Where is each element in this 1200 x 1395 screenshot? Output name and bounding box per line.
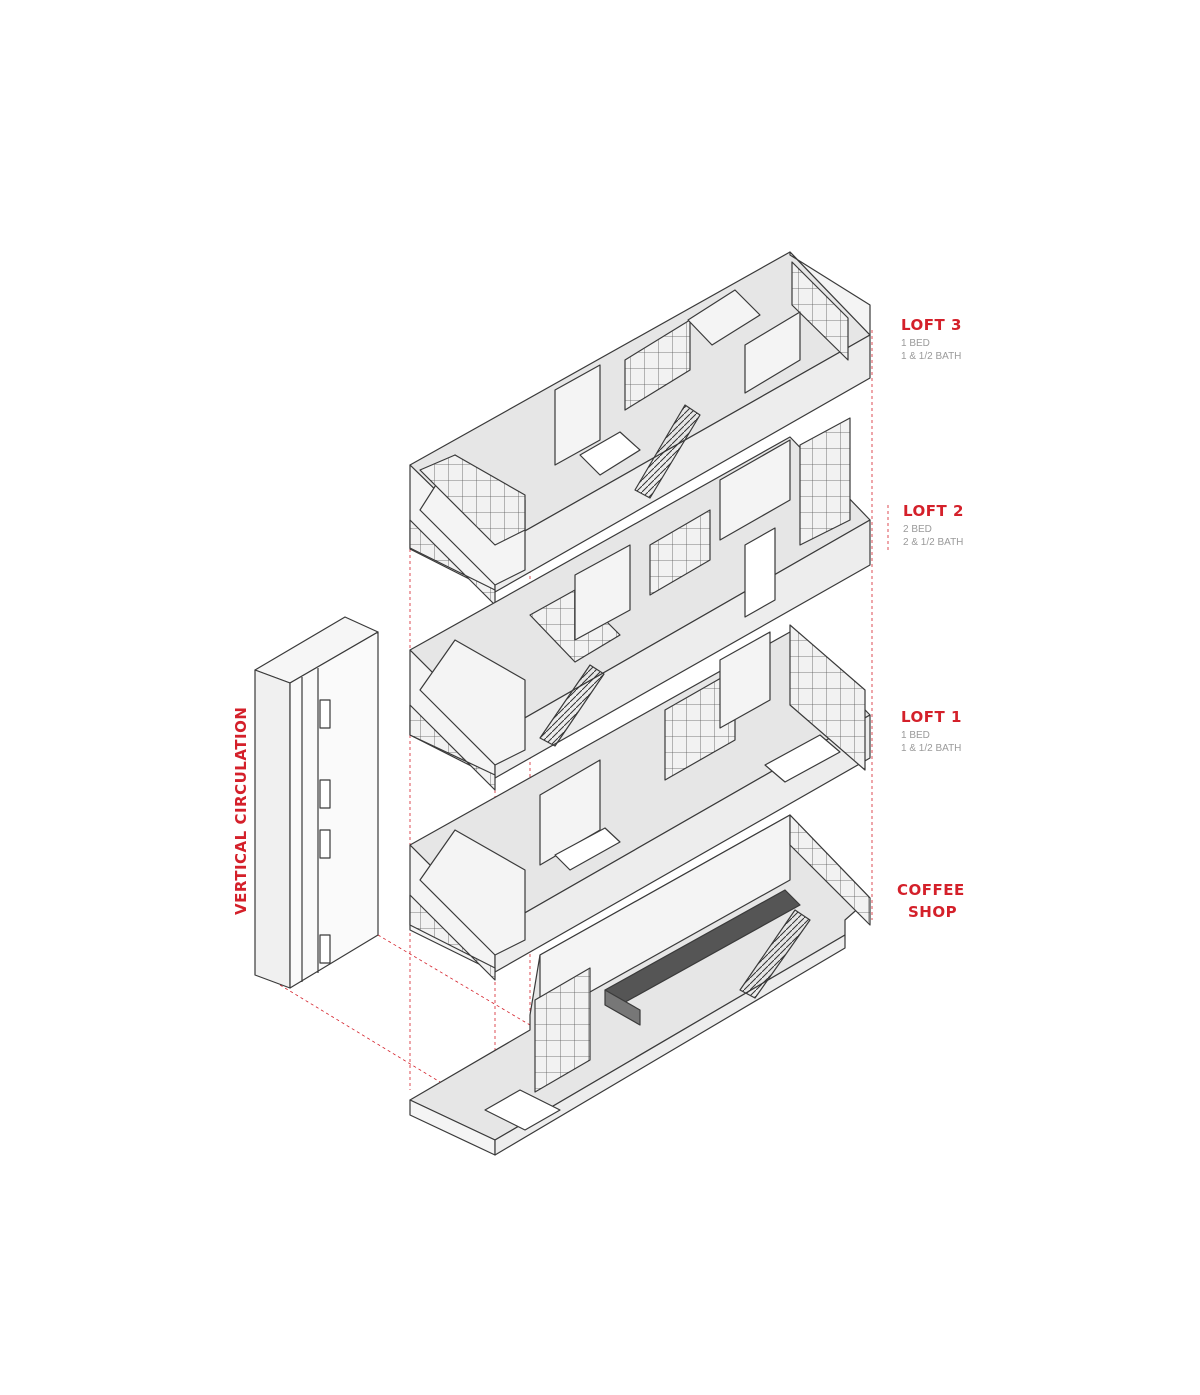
vertical-circulation-core <box>254 616 379 989</box>
loft-1-level <box>409 624 871 981</box>
loft-1-beds: 1 BED <box>901 730 930 741</box>
loft-2-title: LOFT 2 <box>903 502 964 520</box>
loft-3-title: LOFT 3 <box>901 316 962 334</box>
loft-2-level <box>409 417 871 791</box>
coffee-shop-title-line2: SHOP <box>908 903 958 921</box>
coffee-shop-level <box>409 814 871 1156</box>
loft-3-baths: 1 & 1/2 BATH <box>901 351 962 362</box>
loft-2-beds: 2 BED <box>903 524 932 535</box>
loft-1-title: LOFT 1 <box>901 708 962 726</box>
loft-2-baths: 2 & 1/2 BATH <box>903 537 964 548</box>
coffee-shop-title-line1: COFFEE <box>897 881 965 899</box>
loft-3-level <box>409 251 871 606</box>
loft-3-beds: 1 BED <box>901 338 930 349</box>
loft-1-baths: 1 & 1/2 BATH <box>901 743 962 754</box>
vertical-circulation-label: VERTICAL CIRCULATION <box>232 706 250 915</box>
